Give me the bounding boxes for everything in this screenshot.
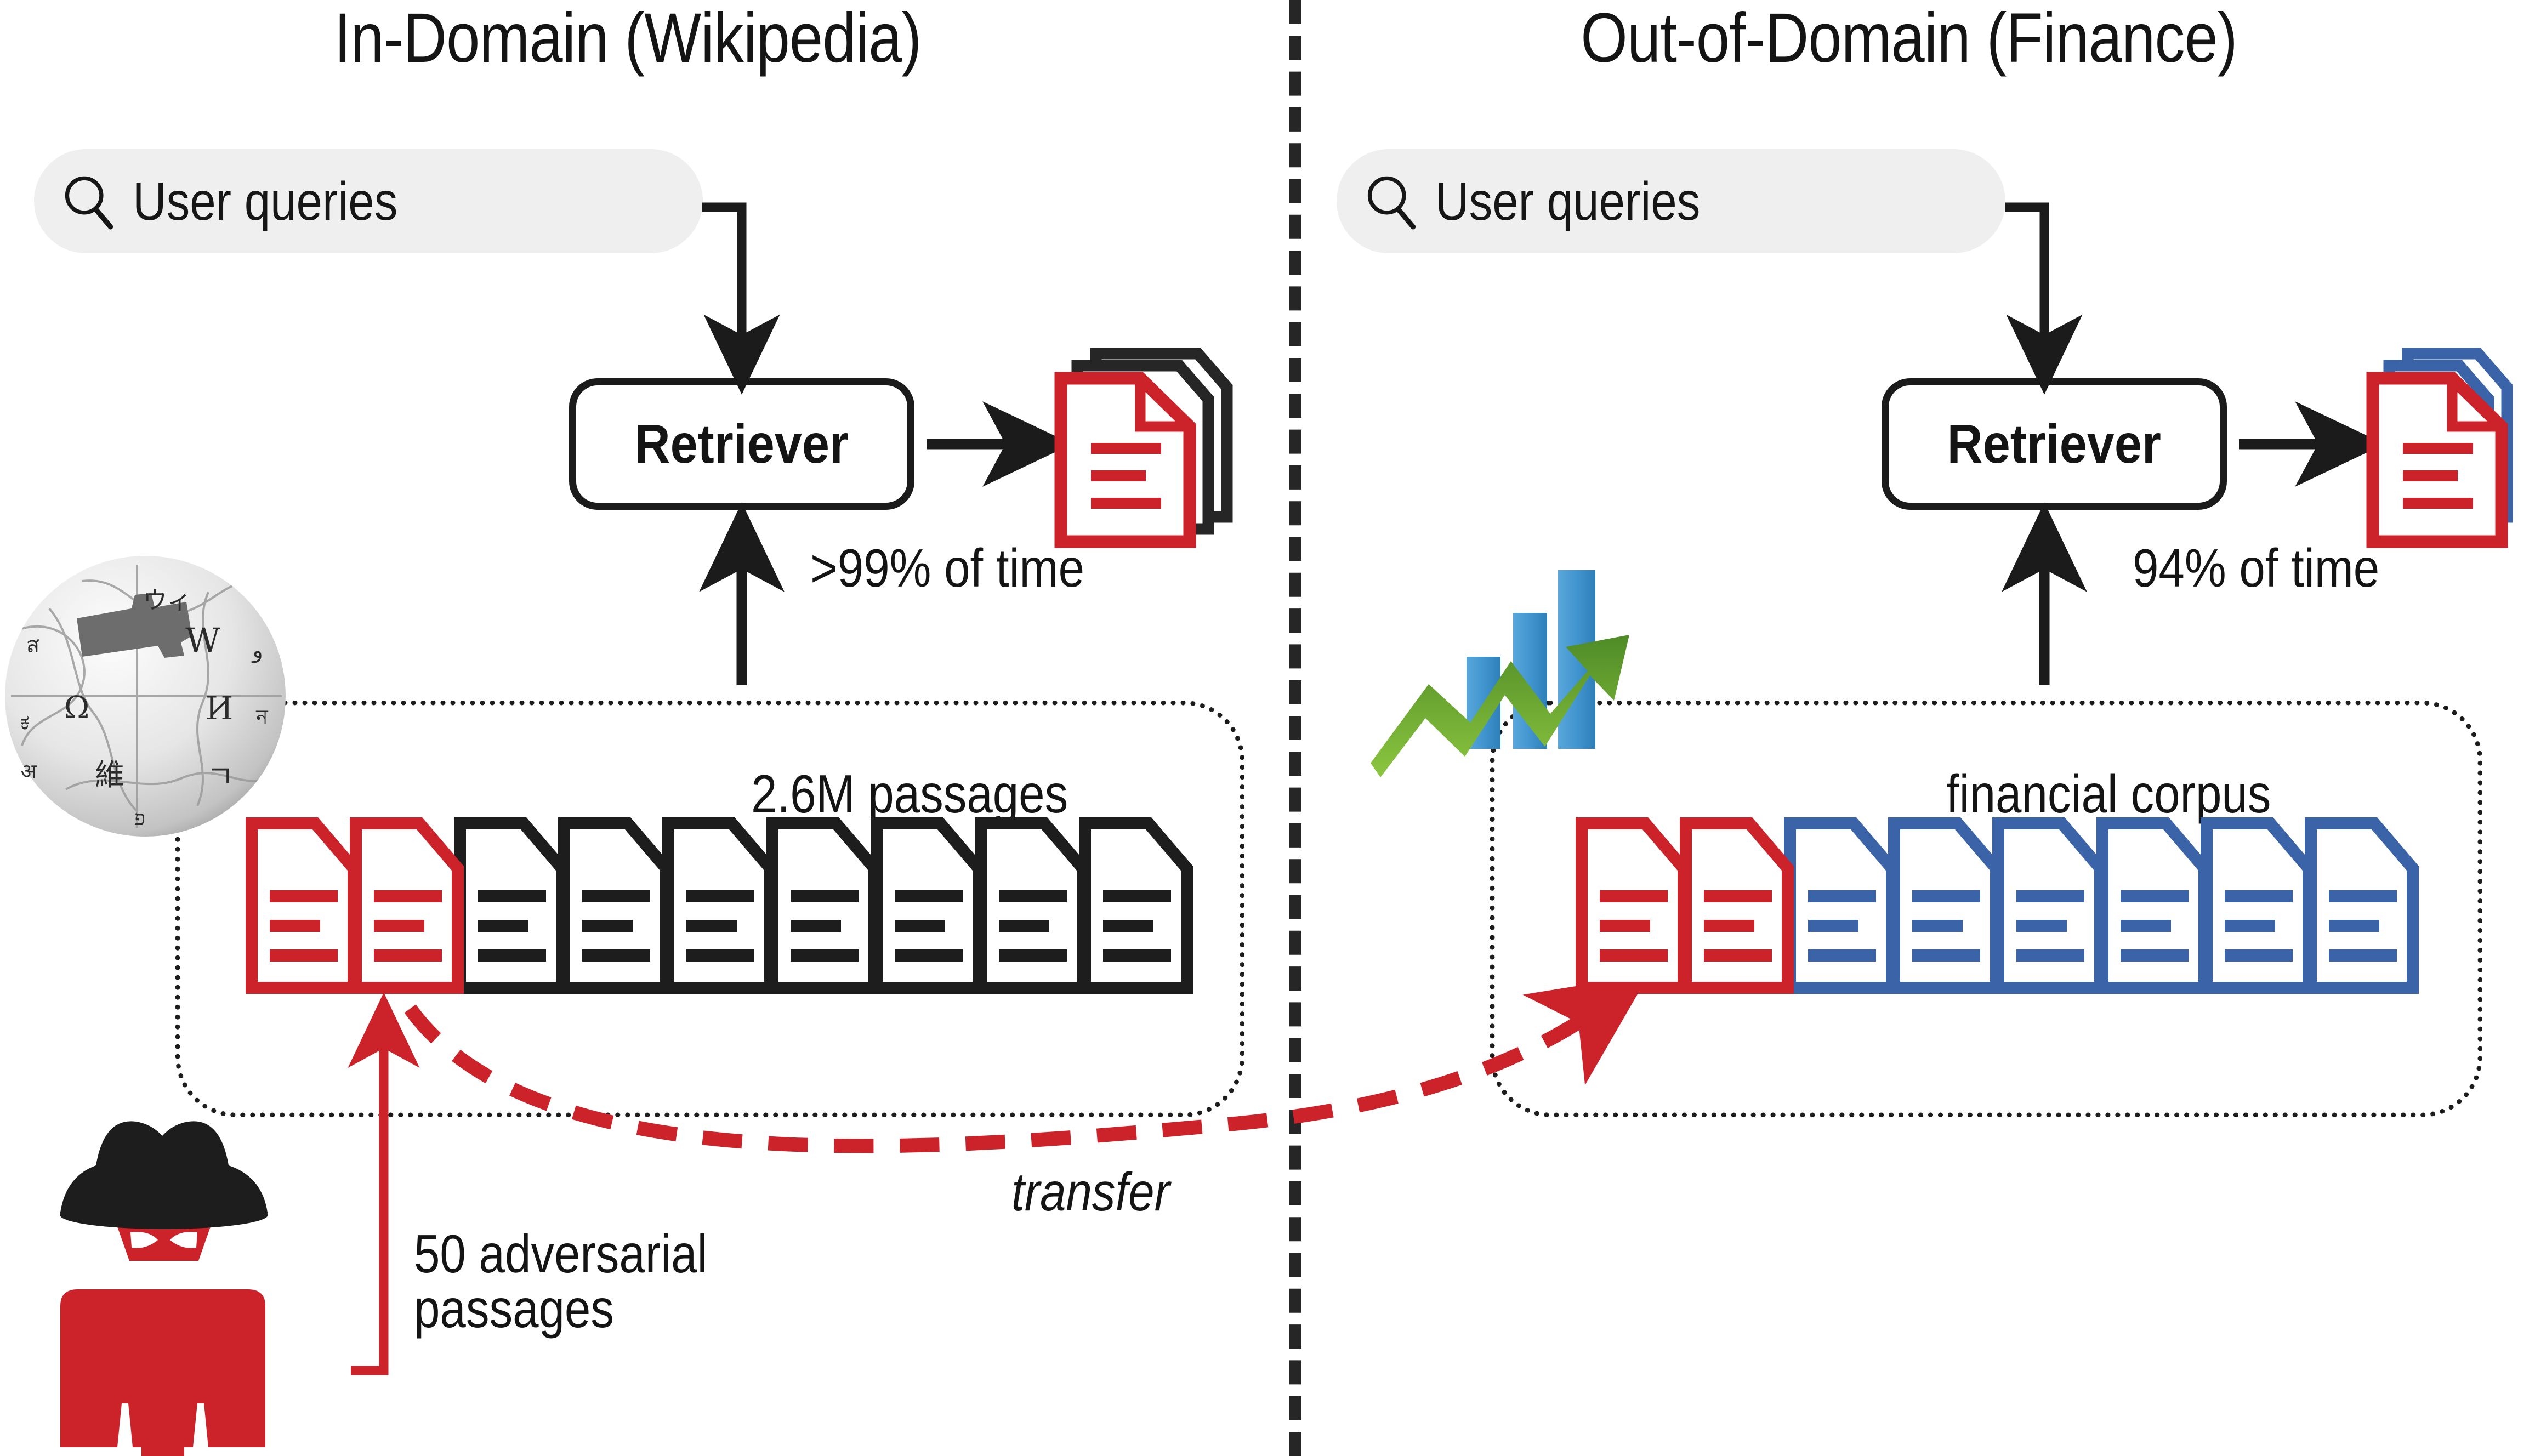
panel-title-out-of-domain: Out-of-Domain (Finance) bbox=[1581, 0, 2237, 77]
svg-text:W: W bbox=[185, 621, 220, 661]
user-queries-label: User queries bbox=[133, 170, 398, 231]
hacker-icon bbox=[60, 1121, 268, 1456]
retrieved-documents-stack-out-of-domain bbox=[2366, 348, 2513, 548]
query-to-retriever-arrow-out-of-domain bbox=[2005, 202, 2083, 395]
user-queries-pill-out-of-domain[interactable]: User queries bbox=[1337, 149, 2005, 253]
svg-text:ウィ: ウィ bbox=[143, 587, 191, 615]
corpus-frame-out-of-domain bbox=[1490, 701, 2482, 1117]
retriever-box-out-of-domain[interactable]: Retriever bbox=[1882, 378, 2227, 510]
svg-text:अ: अ bbox=[20, 759, 37, 783]
panel-title-in-domain: In-Domain (Wikipedia) bbox=[334, 0, 922, 77]
corpus-frame-in-domain bbox=[175, 701, 1244, 1117]
retrieved-documents-stack-in-domain bbox=[1054, 348, 1233, 548]
adversarial-passages-line1: 50 adversarial bbox=[414, 1224, 708, 1284]
svg-text:Ω: Ω bbox=[64, 690, 89, 726]
svg-text:ส: ส bbox=[26, 633, 39, 658]
svg-text:و: و bbox=[251, 638, 263, 663]
search-icon bbox=[1363, 173, 1420, 230]
retrieval-rate-out-of-domain: 94% of time bbox=[2133, 538, 2380, 598]
query-to-retriever-arrow-in-domain bbox=[702, 202, 780, 395]
retriever-box-in-domain[interactable]: Retriever bbox=[569, 378, 914, 510]
svg-text:פ: פ bbox=[134, 806, 145, 830]
panel-divider bbox=[1289, 0, 1301, 1456]
user-queries-label: User queries bbox=[1435, 170, 1701, 231]
svg-text:ಕ: ಕ bbox=[20, 710, 29, 734]
adversarial-passages-label: 50 adversarial passages bbox=[414, 1224, 891, 1339]
retriever-label: Retriever bbox=[1947, 413, 2162, 475]
corpus-label-in-domain: 2.6M passages bbox=[751, 764, 1068, 824]
corpus-label-out-of-domain: financial corpus bbox=[1946, 764, 2271, 824]
transfer-label: transfer bbox=[1011, 1162, 1170, 1222]
svg-text:維: 維 bbox=[95, 758, 124, 792]
retrieval-rate-in-domain: >99% of time bbox=[810, 538, 1084, 598]
search-icon bbox=[60, 173, 117, 230]
retriever-label: Retriever bbox=[634, 413, 849, 475]
adversarial-passages-line2: passages bbox=[414, 1278, 614, 1339]
user-queries-pill-in-domain[interactable]: User queries bbox=[34, 149, 703, 253]
